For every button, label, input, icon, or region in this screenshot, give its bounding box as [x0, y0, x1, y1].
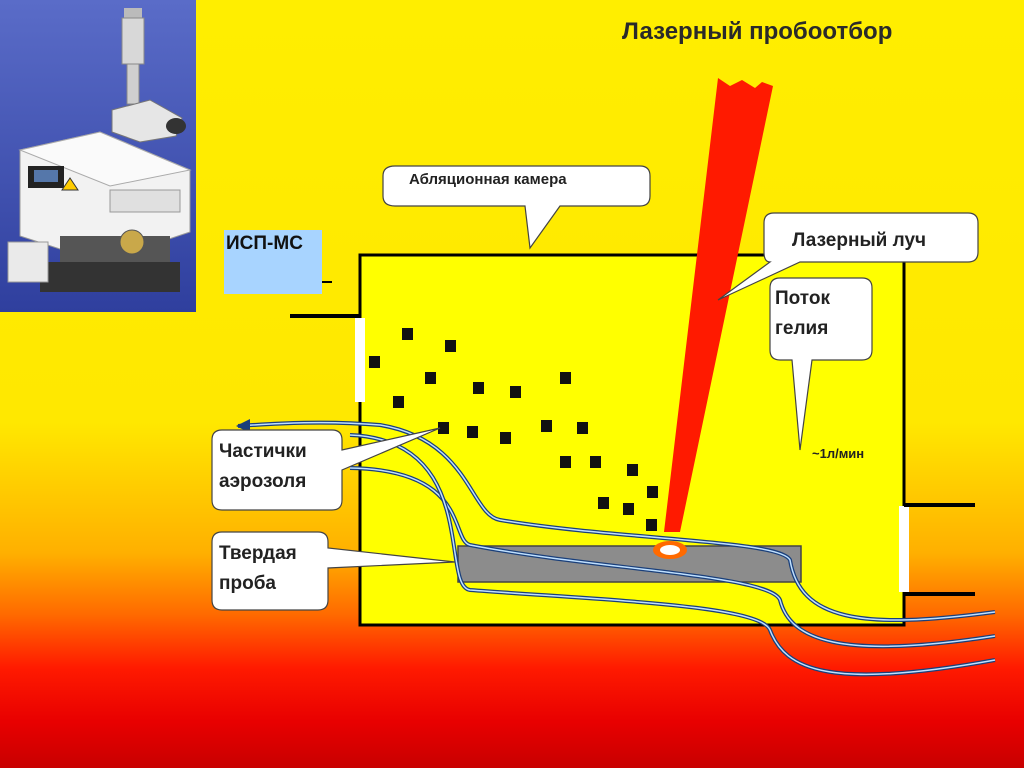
aerosol-label-line2: аэрозоля — [219, 471, 307, 492]
helium-flow-label-line1: Поток — [775, 288, 830, 309]
solid-sample-label-line2: проба — [219, 573, 276, 594]
particle — [473, 382, 484, 394]
instrument-photo — [0, 0, 196, 312]
laser-beam — [664, 78, 773, 532]
callouts — [211, 165, 979, 611]
particle — [445, 340, 456, 352]
particle — [590, 456, 601, 468]
flow-lines — [236, 419, 996, 677]
solid-sample-label: Твердая проба — [219, 539, 297, 599]
particle — [425, 372, 436, 384]
flow-rate-label: ~1л/мин — [812, 446, 865, 461]
particle — [577, 422, 588, 434]
particle — [500, 432, 511, 444]
ablation-chamber-label: Абляционная камера — [409, 171, 567, 188]
particle — [560, 372, 571, 384]
particle — [369, 356, 380, 368]
particle — [627, 464, 638, 476]
icp-ms-label: ИСП-МС — [226, 233, 303, 254]
aerosol-particles — [369, 328, 658, 531]
aerosol-label-line1: Частички — [219, 441, 307, 462]
particle — [646, 519, 657, 531]
page-title: Лазерный пробоотбор — [622, 18, 893, 45]
callout-helium-flow — [769, 277, 873, 451]
laser-beam-label: Лазерный луч — [792, 226, 926, 256]
callout-laser-beam — [717, 212, 979, 301]
particle — [598, 497, 609, 509]
particle — [393, 396, 404, 408]
particle — [623, 503, 634, 515]
particle — [402, 328, 413, 340]
particle — [510, 386, 521, 398]
particle — [438, 422, 449, 434]
solid-sample-label-line1: Твердая — [219, 543, 297, 564]
helium-flow-label-line2: гелия — [775, 318, 829, 339]
aerosol-label: Частички аэрозоля — [219, 437, 307, 497]
laser-beam-label-text: Лазерный луч — [792, 230, 927, 251]
laser-impact-spot — [653, 541, 687, 559]
callout-ablation-chamber — [382, 165, 651, 250]
particle — [647, 486, 658, 498]
particle — [560, 456, 571, 468]
callout-aerosol — [211, 427, 441, 511]
icp-ms-box — [224, 230, 322, 294]
particle — [467, 426, 478, 438]
callout-solid-sample — [211, 531, 456, 611]
particle — [541, 420, 552, 432]
helium-flow-label: Поток гелия — [775, 284, 830, 344]
